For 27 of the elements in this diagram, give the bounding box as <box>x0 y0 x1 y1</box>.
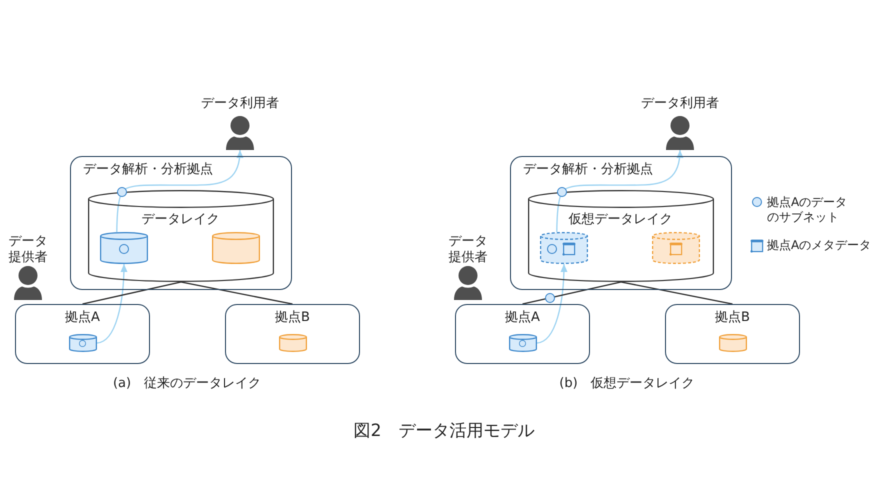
arrow <box>116 150 244 232</box>
panel-title: 拠点A <box>505 310 540 326</box>
figure-caption: 図2 データ活用モデル <box>354 420 534 442</box>
subfigure-caption: (a) 従来のデータレイク <box>112 376 262 392</box>
panel-title: 拠点B <box>275 310 310 326</box>
subfigure-caption: (b) 仮想データレイク <box>559 376 695 392</box>
arrow <box>556 150 684 232</box>
lake-title: 仮想データレイク <box>568 212 672 228</box>
person-label: データ利用者 <box>641 96 719 112</box>
site-panel <box>225 304 360 364</box>
arrow <box>96 264 128 344</box>
legend-label: 拠点Aのデータのサブネット <box>767 195 848 225</box>
panel-title: 拠点B <box>715 310 750 326</box>
person-label: データ利用者 <box>201 96 279 112</box>
person-label: データ提供者 <box>8 234 48 266</box>
panel-title: 拠点A <box>65 310 100 326</box>
site-panel <box>665 304 800 364</box>
lake-title: データレイク <box>142 212 220 228</box>
site-panel <box>455 304 590 364</box>
site-panel <box>510 156 732 290</box>
panel-title: データ解析・分析拠点 <box>523 162 653 178</box>
arrow <box>536 264 568 344</box>
person-label: データ提供者 <box>448 234 488 266</box>
legend-label: 拠点Aのメタデータ <box>767 238 872 253</box>
panel-title: データ解析・分析拠点 <box>83 162 213 178</box>
site-panel <box>15 304 150 364</box>
site-panel <box>70 156 292 290</box>
